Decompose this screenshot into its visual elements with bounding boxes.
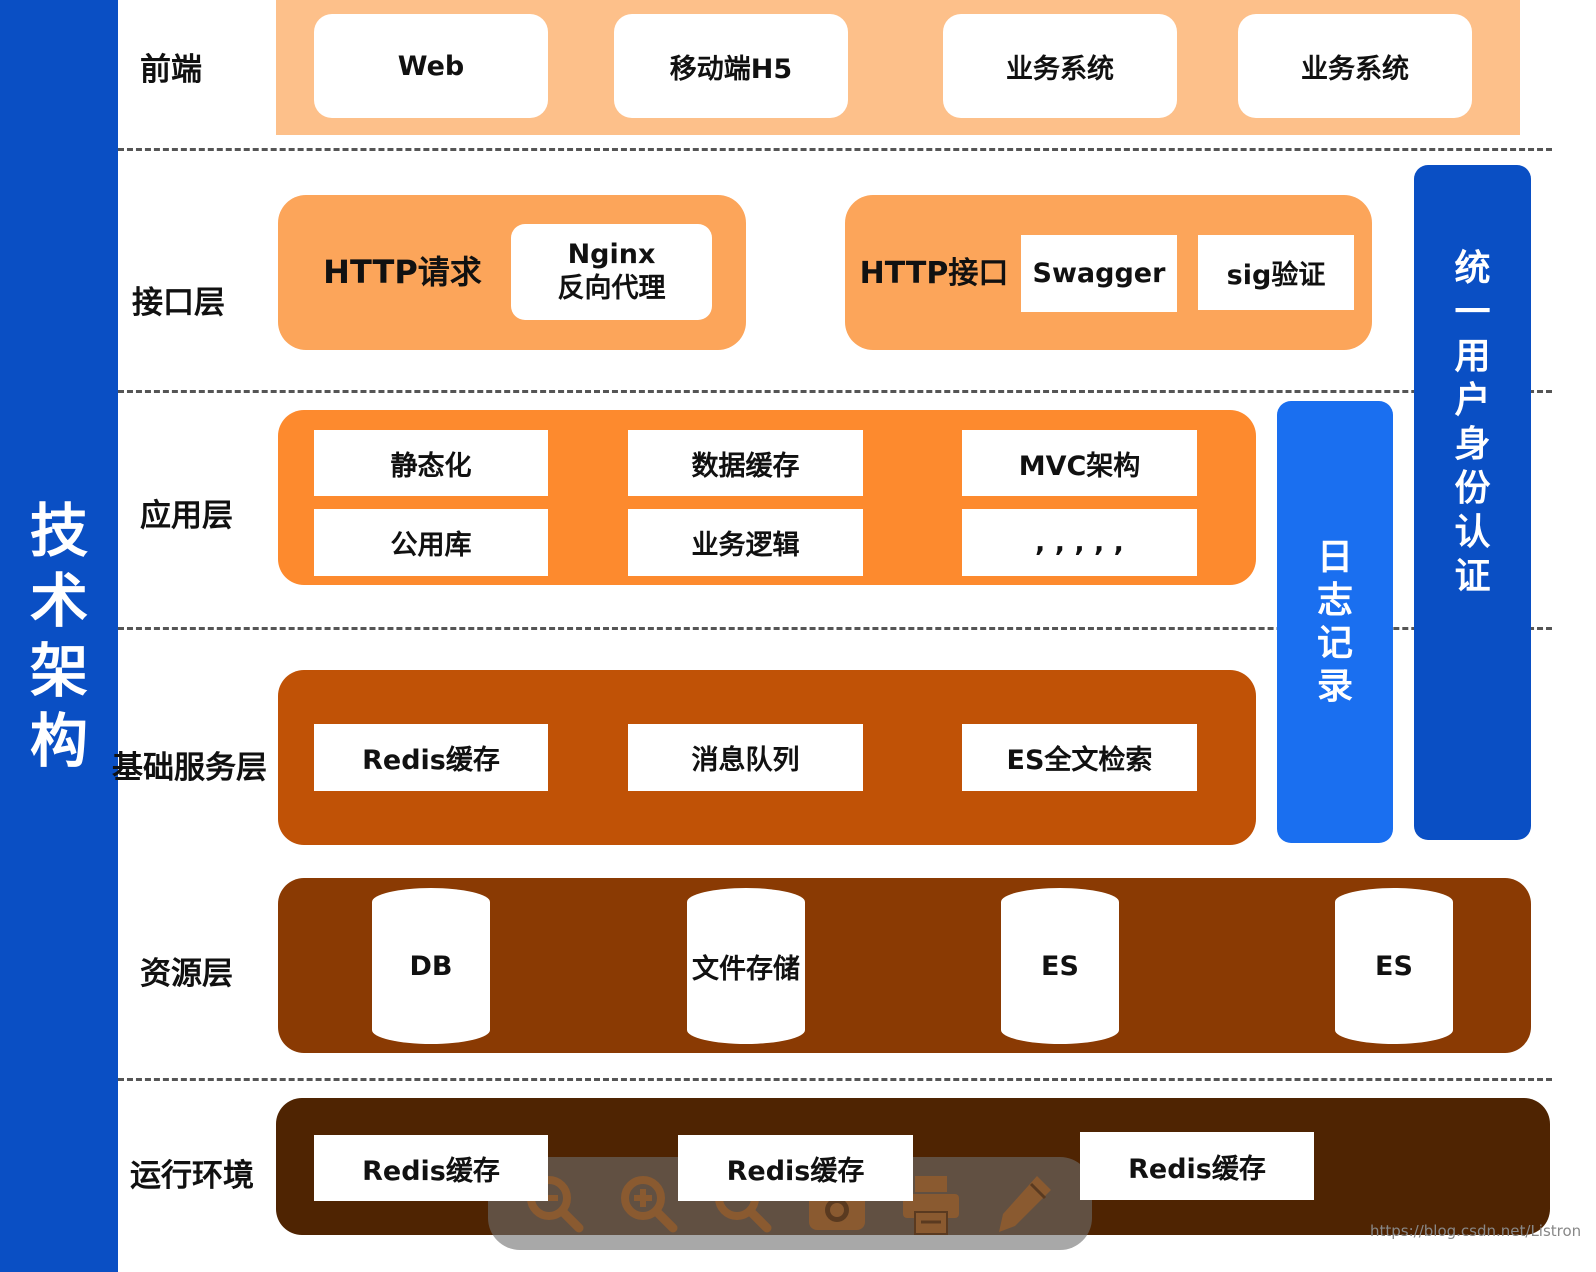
frontend-item: 业务系统	[943, 14, 1177, 118]
app-item: , , , , ,	[962, 509, 1197, 576]
database-cylinder: ES	[1335, 888, 1453, 1044]
auth-bar: 统一用户身份认证	[1414, 165, 1531, 840]
frontend-item: 移动端H5	[614, 14, 848, 118]
runtime-item: Redis缓存	[314, 1135, 548, 1201]
tech-architecture-sidebar: 技术架构	[0, 0, 118, 1272]
log-bar: 日志记录	[1277, 401, 1393, 843]
print-icon[interactable]	[899, 1172, 963, 1236]
sig-box: sig验证	[1198, 235, 1354, 310]
layer-label-base: 基础服务层	[112, 750, 267, 786]
app-item: MVC架构	[962, 430, 1197, 496]
database-cylinder: 文件存储	[687, 888, 805, 1044]
pencil-icon[interactable]	[993, 1172, 1057, 1236]
divider	[118, 148, 1552, 151]
layer-label-resource: 资源层	[140, 956, 233, 992]
database-cylinder: DB	[372, 888, 490, 1044]
nginx-line1: Nginx	[567, 239, 656, 270]
sidebar-title: 技术架构	[29, 497, 88, 775]
layer-label-application: 应用层	[140, 498, 233, 534]
cylinder-label: DB	[409, 950, 453, 982]
frontend-item: 业务系统	[1238, 14, 1472, 118]
cylinder-label: ES	[1375, 950, 1413, 982]
watermark: https://blog.csdn.net/Listron	[1370, 1222, 1582, 1240]
runtime-item: Redis缓存	[1080, 1132, 1314, 1200]
zoom-in-icon[interactable]	[617, 1172, 681, 1236]
base-item: ES全文检索	[962, 724, 1197, 791]
app-item: 业务逻辑	[628, 509, 863, 576]
swagger-box: Swagger	[1021, 235, 1177, 312]
app-item: 数据缓存	[628, 430, 863, 496]
http-api-label: HTTP接口	[859, 256, 1009, 291]
layer-label-interface: 接口层	[132, 285, 225, 321]
divider	[118, 627, 1552, 630]
divider	[118, 390, 1552, 393]
layer-label-frontend: 前端	[140, 52, 202, 88]
auth-label: 统一用户身份认证	[1454, 247, 1491, 597]
base-item: 消息队列	[628, 724, 863, 791]
base-item: Redis缓存	[314, 724, 548, 791]
database-cylinder: ES	[1001, 888, 1119, 1044]
divider	[118, 1078, 1552, 1081]
runtime-item: Redis缓存	[678, 1135, 913, 1201]
app-item: 公用库	[314, 509, 548, 576]
layer-label-runtime: 运行环境	[130, 1158, 254, 1194]
log-label: 日志记录	[1316, 537, 1353, 707]
nginx-line2: 反向代理	[557, 273, 666, 304]
nginx-box: Nginx 反向代理	[511, 224, 712, 320]
cylinder-label: ES	[1041, 950, 1079, 982]
frontend-item: Web	[314, 14, 548, 118]
app-item: 静态化	[314, 430, 548, 496]
cylinder-label: 文件存储	[692, 953, 800, 985]
http-request-label: HTTP请求	[323, 253, 482, 291]
